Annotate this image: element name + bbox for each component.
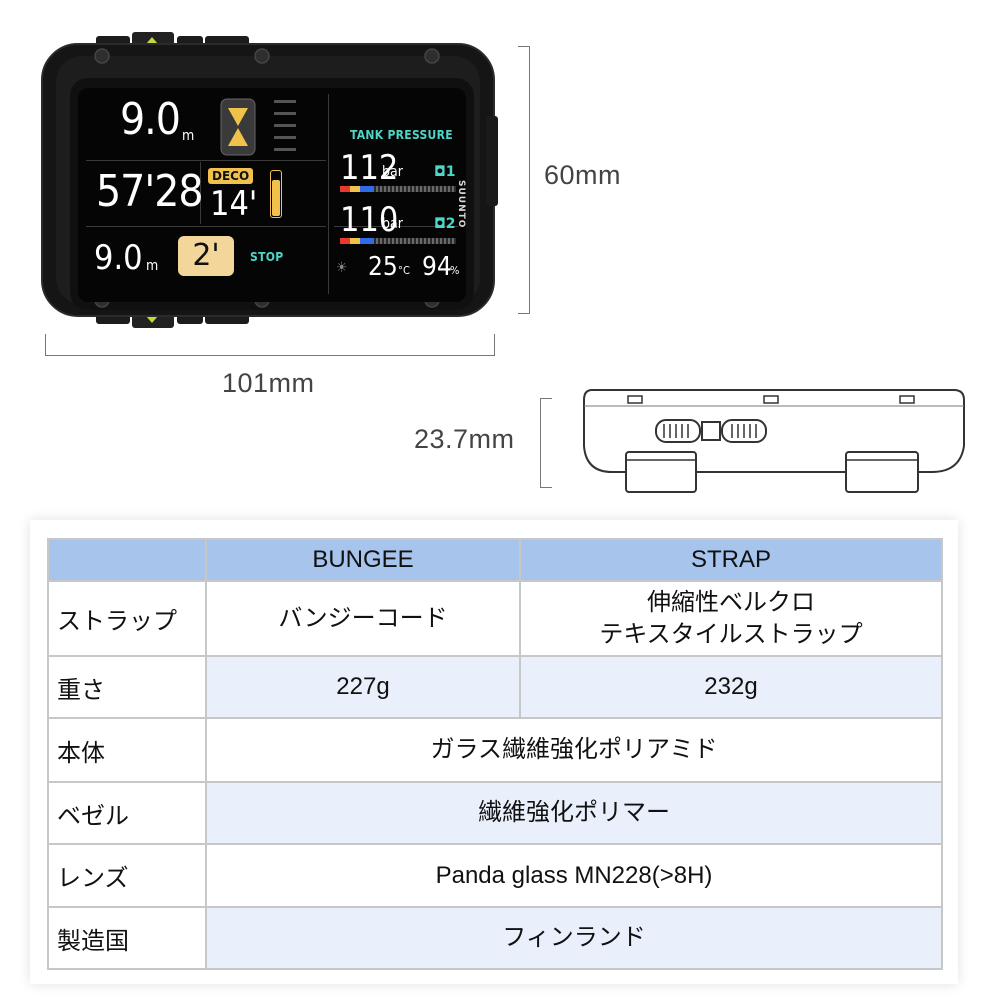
row-label-body: 本体 (47, 717, 207, 783)
table-row: レンズ Panda glass MN228(>8H) (47, 843, 943, 908)
row-label-lens: レンズ (47, 843, 207, 908)
tank1-pressure: 112 (340, 148, 399, 188)
depth-value: 9.0 (120, 94, 181, 145)
temperature-value: 25 (368, 252, 398, 282)
device-front-view: 9.0 m 57'28 DECO 14' 9.0 m 2' STOP TANK … (40, 30, 500, 330)
brand-logo: SUUNTO (456, 180, 466, 229)
cell-body: ガラス繊維強化ポリアミド (205, 717, 943, 783)
side-buttons (655, 419, 767, 443)
device-side-view (583, 389, 965, 493)
tank2-pressure: 110 (340, 200, 399, 240)
cell-strap-strap-line1: 伸縮性ベルクロ (647, 588, 815, 616)
tank1-bar (340, 186, 456, 192)
cell-bezel: 繊維強化ポリマー (205, 781, 943, 845)
flashlight-icon: ☀ (336, 260, 348, 276)
thickness-dim-tick-bottom (540, 487, 552, 488)
ascent-bars-icon (274, 100, 296, 151)
tank2-icon: ◘2 (434, 216, 456, 232)
battery-value: 94 (422, 252, 452, 282)
thickness-dim-tick-top (540, 398, 552, 399)
header-bungee: BUNGEE (205, 538, 521, 582)
cell-weight-strap: 232g (519, 655, 943, 719)
side-strap-mount-left (625, 451, 697, 493)
height-label: 60mm (544, 160, 622, 190)
width-label: 101mm (222, 368, 315, 398)
down-arrow-icon (146, 316, 158, 323)
deco-gauge (270, 170, 282, 218)
cell-lens: Panda glass MN228(>8H) (205, 843, 943, 908)
depth-unit: m (182, 128, 195, 144)
deco-time-value: 14' (210, 184, 258, 224)
tank2-bar (340, 238, 456, 244)
tank1-id: 1 (445, 164, 456, 180)
thickness-dim-line (540, 398, 541, 488)
cell-origin: フィンランド (205, 906, 943, 970)
table-row: ベゼル 繊維強化ポリマー (47, 781, 943, 845)
stop-time-value: 2' (178, 236, 234, 276)
row-label-strap: ストラップ (47, 580, 207, 657)
row-label-origin: 製造国 (47, 906, 207, 970)
table-row: 重さ 227g 232g (47, 655, 943, 719)
table-header-row: BUNGEE STRAP (47, 538, 943, 582)
dive-time-value: 57'28 (96, 166, 204, 217)
up-arrow-icon (146, 37, 158, 44)
tank2-id: 2 (445, 216, 456, 232)
width-dim-tick-left (45, 334, 46, 356)
spec-table-panel: BUNGEE STRAP ストラップ バンジーコード 伸縮性ベルクロ テキスタイ… (30, 520, 958, 984)
temperature-unit: °C (398, 264, 410, 277)
cell-strap-strap-line2: テキスタイルストラップ (599, 620, 863, 648)
tank2-unit: bar (382, 216, 403, 232)
tank1-unit: bar (382, 164, 403, 180)
row-label-weight: 重さ (47, 655, 207, 719)
table-row: 製造国 フィンランド (47, 906, 943, 970)
tank-pressure-title: TANK PRESSURE (350, 128, 453, 142)
deco-badge: DECO (208, 168, 254, 184)
width-dim-tick-right (494, 334, 495, 356)
ascent-rate-icon (220, 98, 256, 156)
width-dim-line (45, 355, 495, 356)
stop-depth-value: 9.0 (94, 238, 143, 278)
table-row: 本体 ガラス繊維強化ポリアミド (47, 717, 943, 783)
device-screen: 9.0 m 57'28 DECO 14' 9.0 m 2' STOP TANK … (78, 88, 466, 302)
side-strap-mount-right (845, 451, 919, 493)
cell-strap-bungee: バンジーコード (205, 580, 521, 657)
header-empty-cell (47, 538, 207, 582)
spec-table: BUNGEE STRAP ストラップ バンジーコード 伸縮性ベルクロ テキスタイ… (47, 538, 943, 970)
row-label-bezel: ベゼル (47, 781, 207, 845)
battery-unit: % (450, 264, 460, 277)
height-dim-tick-bottom (518, 313, 530, 314)
table-row: ストラップ バンジーコード 伸縮性ベルクロ テキスタイルストラップ (47, 580, 943, 657)
header-strap: STRAP (519, 538, 943, 582)
stop-label: STOP (250, 250, 284, 264)
cell-strap-strap: 伸縮性ベルクロ テキスタイルストラップ (519, 580, 943, 657)
cell-weight-bungee: 227g (205, 655, 521, 719)
stop-depth-unit: m (146, 258, 159, 274)
height-dim-line (529, 46, 530, 314)
height-dim-tick-top (518, 46, 530, 47)
tank1-icon: ◘1 (434, 164, 456, 180)
thickness-label: 23.7mm (414, 424, 515, 454)
